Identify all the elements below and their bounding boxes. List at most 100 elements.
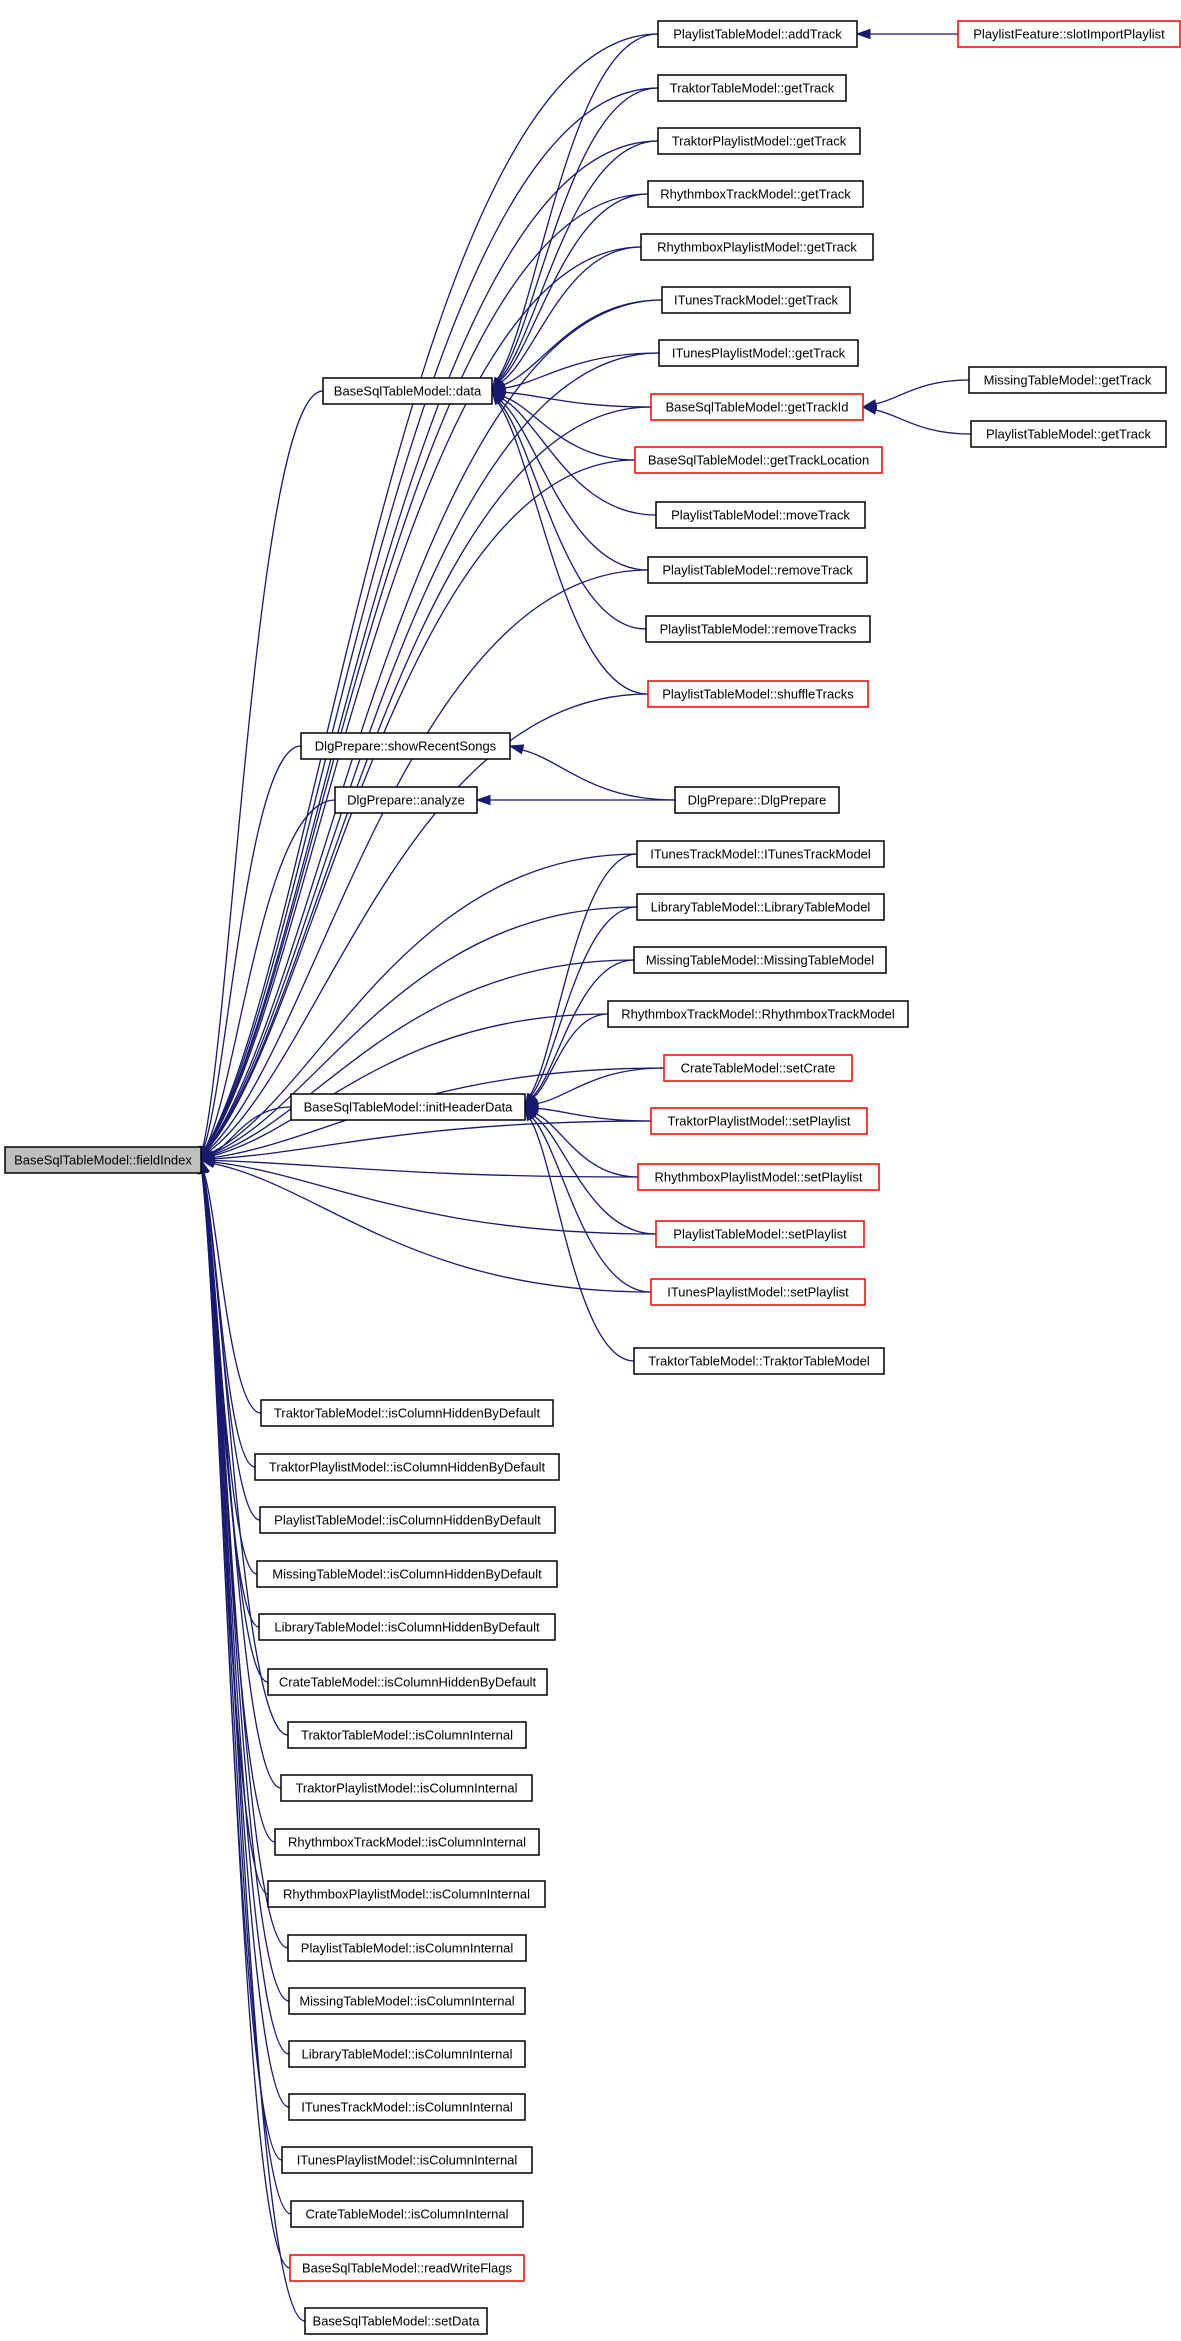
edge-set-crate-to-init-header-data [537,1067,665,1105]
node-box [655,1220,865,1248]
node-i1[interactable]: TraktorTableModel::isColumnInternal [287,1721,527,1749]
node-box [657,127,861,155]
node-read-write-flags[interactable]: BaseSqlTableModel::readWriteFlags [289,2254,525,2282]
node-rp-set-playlist[interactable]: RhythmboxPlaylistModel::setPlaylist [637,1163,880,1191]
node-h1[interactable]: TraktorTableModel::isColumnHiddenByDefau… [260,1399,554,1427]
node-i4[interactable]: RhythmboxPlaylistModel::isColumnInternal [267,1880,546,1908]
node-dlg-prepare[interactable]: DlgPrepare::DlgPrepare [674,786,840,814]
node-label: BaseSqlTableModel::data [334,384,482,399]
node-it-get-track[interactable]: ITunesTrackModel::getTrack [661,286,851,314]
node-i10[interactable]: CrateTableModel::isColumnInternal [290,2200,524,2228]
edge-set-data-to-focus [201,1172,306,2322]
node-label: ITunesTrackModel::isColumnInternal [301,2100,513,2115]
node-h4[interactable]: MissingTableModel::isColumnHiddenByDefau… [256,1560,558,1588]
node-move-track[interactable]: PlaylistTableModel::moveTrack [655,501,866,529]
node-tk-ctor[interactable]: TraktorTableModel::TraktorTableModel [633,1347,885,1375]
node-miss-ctor[interactable]: MissingTableModel::MissingTableModel [633,946,887,974]
node-shuffle-tracks[interactable]: PlaylistTableModel::shuffleTracks [647,680,869,708]
node-it-ctor[interactable]: ITunesTrackModel::ITunesTrackModel [636,840,885,868]
node-analyze[interactable]: DlgPrepare::analyze [334,786,478,814]
node-pl-get-track[interactable]: PlaylistTableModel::getTrack [970,420,1167,448]
node-miss-get-track[interactable]: MissingTableModel::getTrack [968,366,1167,394]
node-i2[interactable]: TraktorPlaylistModel::isColumnInternal [280,1774,533,1802]
node-box [304,2307,488,2335]
node-label: PlaylistTableModel::removeTrack [662,563,853,578]
node-data[interactable]: BaseSqlTableModel::data [322,377,493,405]
edge-rp-set-playlist-to-focus [213,1159,639,1178]
node-ip-get-track[interactable]: ITunesPlaylistModel::getTrack [658,339,859,367]
node-label: PlaylistTableModel::getTrack [986,427,1151,442]
node-box [4,1146,202,1174]
node-box [300,732,511,760]
node-label: BaseSqlTableModel::getTrackId [665,400,848,415]
node-label: MissingTableModel::getTrack [984,373,1152,388]
edge-show-recent-songs-to-focus [203,745,302,1148]
node-h5[interactable]: LibraryTableModel::isColumnHiddenByDefau… [258,1613,556,1641]
node-label: ITunesPlaylistModel::setPlaylist [667,1285,849,1300]
edge-get-track-id-to-data [504,391,652,408]
node-focus[interactable]: BaseSqlTableModel::fieldIndex [4,1146,202,1174]
node-i3[interactable]: RhythmboxTrackModel::isColumnInternal [274,1828,540,1856]
node-rt-ctor[interactable]: RhythmboxTrackModel::RhythmboxTrackModel [607,1000,909,1028]
node-get-track-id[interactable]: BaseSqlTableModel::getTrackId [650,393,864,421]
node-label: BaseSqlTableModel::getTrackLocation [648,453,869,468]
node-remove-track[interactable]: PlaylistTableModel::removeTrack [647,556,868,584]
edge-init-header-data-to-focus [211,1106,292,1154]
node-box [256,1560,558,1588]
node-box [647,180,864,208]
node-show-recent-songs[interactable]: DlgPrepare::showRecentSongs [300,732,511,760]
node-set-crate[interactable]: CrateTableModel::setCrate [663,1054,853,1082]
edge-get-track-id-to-focus [207,406,652,1150]
node-add-track[interactable]: PlaylistTableModel::addTrack [657,20,858,48]
edge-ip-set-playlist-to-init-header-data [531,1117,652,1293]
node-box [289,2254,525,2282]
node-label: TraktorTableModel::getTrack [670,81,835,96]
node-i5[interactable]: PlaylistTableModel::isColumnInternal [287,1934,527,1962]
node-i6[interactable]: MissingTableModel::isColumnInternal [288,1987,526,2015]
node-label: MissingTableModel::MissingTableModel [646,953,874,968]
node-label: MissingTableModel::isColumnHiddenByDefau… [272,1567,542,1582]
edges-layer [197,28,972,2322]
node-rt-get-track[interactable]: RhythmboxTrackModel::getTrack [647,180,864,208]
node-remove-tracks[interactable]: PlaylistTableModel::removeTracks [645,615,871,643]
edge-tk-get-track-to-data [497,87,659,380]
edge-rt-ctor-to-init-header-data [533,1013,609,1098]
node-label: RhythmboxPlaylistModel::setPlaylist [654,1170,862,1185]
node-h6[interactable]: CrateTableModel::isColumnHiddenByDefault [267,1668,548,1696]
edge-dlg-prepare-to-show-recent-songs [522,749,676,801]
node-h2[interactable]: TraktorPlaylistModel::isColumnHiddenByDe… [254,1453,560,1481]
node-label: BaseSqlTableModel::setData [313,2314,481,2329]
node-tkp-set-playlist[interactable]: TraktorPlaylistModel::setPlaylist [650,1107,868,1135]
node-box [637,1163,880,1191]
node-label: PlaylistTableModel::removeTracks [660,622,857,637]
node-rp-get-track[interactable]: RhythmboxPlaylistModel::getTrack [640,233,874,261]
node-label: DlgPrepare::DlgPrepare [688,793,827,808]
node-box [288,2093,526,2121]
node-set-data[interactable]: BaseSqlTableModel::setData [304,2307,488,2335]
node-h3[interactable]: PlaylistTableModel::isColumnHiddenByDefa… [259,1506,556,1534]
node-label: LibraryTableModel::isColumnHiddenByDefau… [274,1620,540,1635]
node-i8[interactable]: ITunesTrackModel::isColumnInternal [288,2093,526,2121]
node-box [267,1668,548,1696]
node-i9[interactable]: ITunesPlaylistModel::isColumnInternal [281,2146,533,2174]
node-box [290,2200,524,2228]
node-ip-set-playlist[interactable]: ITunesPlaylistModel::setPlaylist [650,1278,866,1306]
node-tk-get-track[interactable]: TraktorTableModel::getTrack [657,74,847,102]
edge-tkp-get-track-to-focus [205,140,659,1149]
node-box [322,377,493,405]
arrowhead-dlg-prepare-to-analyze [475,794,491,806]
node-box [640,233,874,261]
node-tkp-get-track[interactable]: TraktorPlaylistModel::getTrack [657,127,861,155]
node-lib-ctor[interactable]: LibraryTableModel::LibraryTableModel [636,893,885,921]
edge-tk-get-track-to-focus [205,87,659,1149]
node-i7[interactable]: LibraryTableModel::isColumnInternal [288,2040,526,2068]
node-init-header-data[interactable]: BaseSqlTableModel::initHeaderData [290,1093,526,1121]
node-pl-set-playlist[interactable]: PlaylistTableModel::setPlaylist [655,1220,865,1248]
node-label: RhythmboxPlaylistModel::isColumnInternal [283,1887,530,1902]
node-slot-import-playlist[interactable]: PlaylistFeature::slotImportPlaylist [957,20,1181,48]
edge-shuffle-tracks-to-focus [209,693,649,1152]
edge-pl-get-track-to-get-track-id [875,409,972,435]
node-get-track-location[interactable]: BaseSqlTableModel::getTrackLocation [634,446,883,474]
edge-it-get-track-to-focus [206,299,663,1149]
node-box [260,1399,554,1427]
